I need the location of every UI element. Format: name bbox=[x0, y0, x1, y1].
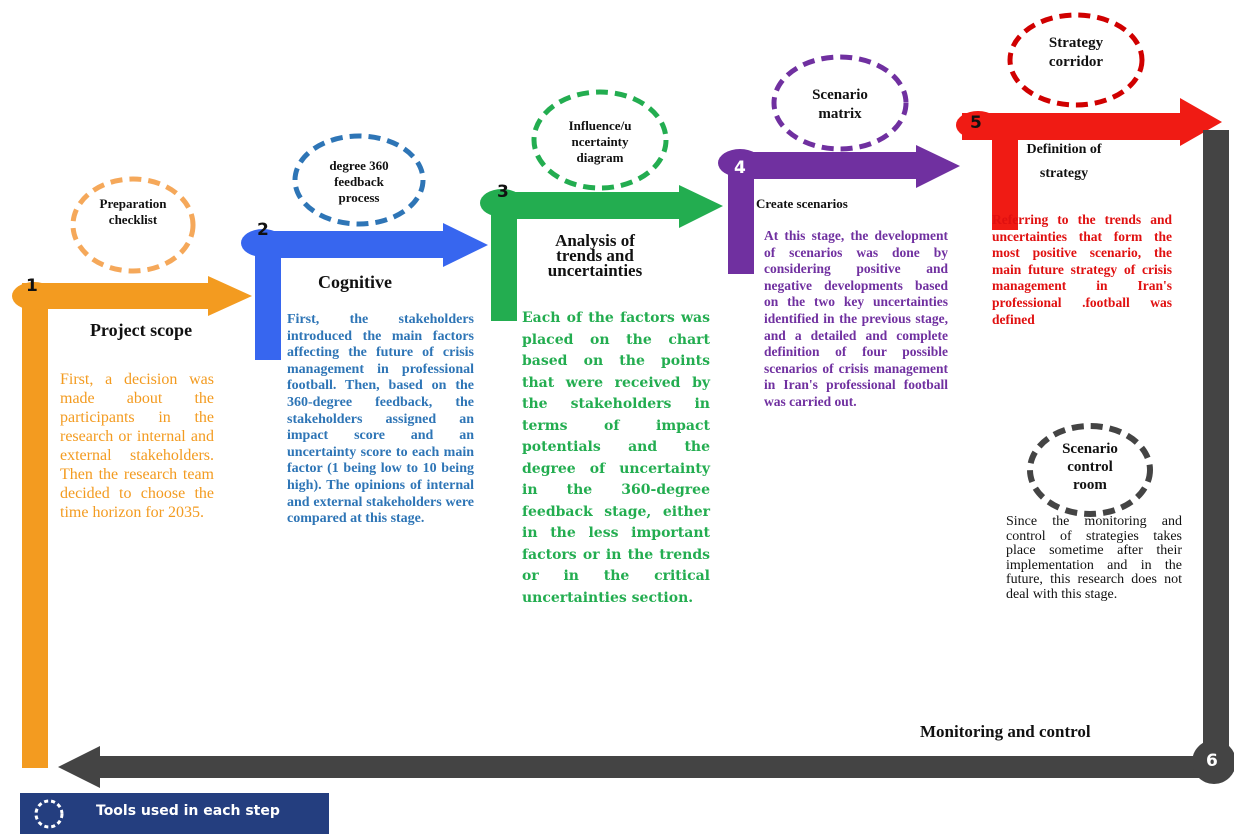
step-5-title: Definition of strategy bbox=[1026, 142, 1102, 181]
step-6-text: Since the monitoring and control of stra… bbox=[1006, 514, 1182, 602]
tool-label-2: degree 360 feedback process bbox=[329, 158, 389, 205]
tool-label-6: Scenario control room bbox=[1062, 441, 1118, 493]
step-1-text: First, a decision was made about the par… bbox=[60, 371, 214, 521]
tool-oval-4 bbox=[771, 54, 909, 152]
legend: Tools used in each step bbox=[20, 793, 329, 834]
dashed-circle-icon bbox=[34, 799, 64, 829]
step-6-number: 6 bbox=[1206, 751, 1218, 771]
tool-label-5: Strategy corridor bbox=[1048, 35, 1104, 70]
tool-oval-3 bbox=[531, 89, 669, 191]
tool-label-3: Influence/u ncertainty diagram bbox=[568, 118, 632, 165]
tool-oval-5 bbox=[1007, 12, 1145, 108]
step-3-arrow bbox=[480, 185, 723, 321]
step-2-arrow bbox=[241, 223, 488, 360]
step-6-title: Monitoring and control bbox=[920, 722, 1091, 741]
tool-label-1: Preparation checklist bbox=[99, 196, 167, 227]
step-3-number: 3 bbox=[497, 182, 509, 202]
step-4-title: Create scenarios bbox=[756, 196, 848, 211]
step-2-text: First, the stakeholders introduced the m… bbox=[287, 312, 474, 527]
tool-oval-6 bbox=[1027, 423, 1153, 517]
step-1-title: Project scope bbox=[89, 320, 193, 340]
step-4-arrow bbox=[718, 145, 960, 274]
step-2-title: Cognitive bbox=[318, 272, 392, 292]
tool-label-4: Scenario matrix bbox=[812, 87, 868, 122]
step-2-number: 2 bbox=[257, 220, 269, 240]
step-4-text: At this stage, the development of scenar… bbox=[764, 228, 948, 409]
step-5-text: Referring to the trends and uncertaintie… bbox=[992, 212, 1172, 327]
step-5-number: 5 bbox=[970, 113, 982, 133]
legend-label: Tools used in each step bbox=[96, 803, 280, 819]
tool-oval-2 bbox=[292, 133, 426, 227]
step-5-arrow bbox=[956, 98, 1222, 230]
step-6-arrow bbox=[58, 130, 1234, 788]
step-1-arrow bbox=[12, 276, 252, 768]
step-3-text: Each of the factors was placed on the ch… bbox=[522, 310, 710, 606]
step-1-number: 1 bbox=[26, 276, 38, 296]
step-3-title: Analysis of trends and uncertainties bbox=[547, 231, 643, 280]
tool-oval-1 bbox=[70, 176, 196, 274]
step-4-number: 4 bbox=[734, 158, 746, 178]
